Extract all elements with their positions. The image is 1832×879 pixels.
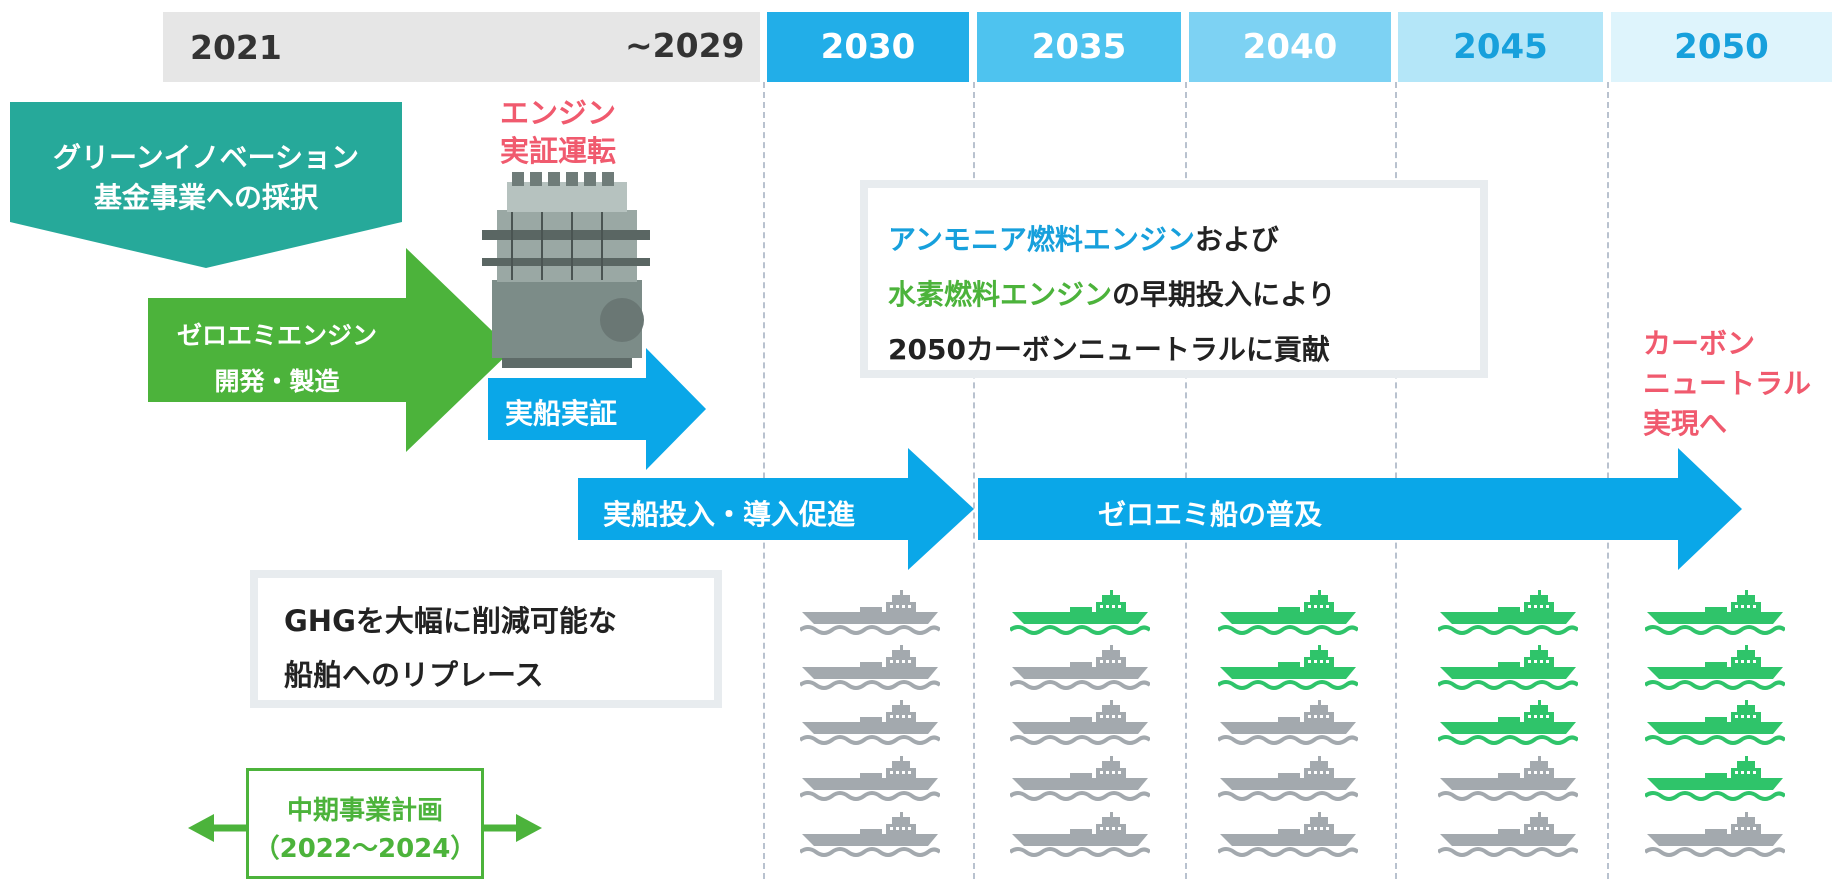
engine-trial-line1: エンジン (500, 96, 617, 130)
zero-emission-ship-icon (1438, 700, 1578, 748)
divider-2035 (973, 82, 975, 879)
ship-demo-arrow (488, 348, 706, 470)
conventional-ship-icon (1438, 812, 1578, 860)
carbon-neutral-line3: 実現へ (1643, 407, 1728, 440)
conventional-ship-icon (800, 756, 940, 804)
pentagon-label-line1: グリーンイノベーション (52, 141, 360, 174)
conventional-ship-icon (1218, 700, 1358, 748)
header-2050: 2050 (1611, 12, 1832, 82)
callout-line2-rest: の早期投入により (1112, 278, 1336, 311)
conventional-ship-icon (800, 812, 940, 860)
conventional-ship-icon (800, 700, 940, 748)
conventional-ship-icon (1010, 645, 1150, 693)
conventional-ship-icon (1010, 756, 1150, 804)
replace-line1: GHGを大幅に削減可能な (284, 604, 617, 638)
header-2040-label: 2040 (1242, 27, 1338, 67)
conventional-ship-icon (1438, 756, 1578, 804)
zero-emi-engine-line2: 開発・製造 (214, 367, 340, 396)
replace-callout (250, 570, 722, 708)
conventional-ship-icon (800, 590, 940, 638)
mid-plan-box (246, 768, 484, 879)
zero-emission-ship-icon (1645, 645, 1785, 693)
zero-emission-ship-icon (1010, 590, 1150, 638)
zero-emission-ship-icon (1438, 590, 1578, 638)
zero-emi-spread-label: ゼロエミ船の普及 (1098, 498, 1323, 531)
callout-line1-rest: および (1194, 223, 1279, 256)
zero-emi-spread-arrow (978, 448, 1742, 570)
header-2035: 2035 (977, 12, 1181, 82)
mid-plan-line2: （2022〜2024） (253, 834, 477, 864)
header-start-year: 2021 (190, 28, 282, 67)
callout-ammonia-engine: アンモニア燃料エンジン (888, 223, 1195, 256)
header-2030: 2030 (767, 12, 969, 82)
zero-emission-ship-icon (1645, 700, 1785, 748)
carbon-neutral-line2: ニュートラル (1643, 367, 1812, 400)
conventional-ship-icon (1645, 812, 1785, 860)
callout-hydrogen-engine: 水素燃料エンジン (888, 278, 1113, 311)
header-2045-label: 2045 (1453, 27, 1548, 67)
zero-emi-engine-line1: ゼロエミエンジン (176, 321, 377, 350)
engine-illustration (482, 172, 650, 368)
green-innovation-pentagon (10, 102, 402, 268)
pentagon-label-line2: 基金事業への採択 (93, 181, 318, 214)
engine-trial-line2: 実証運転 (500, 134, 617, 168)
header-2045: 2045 (1398, 12, 1603, 82)
conventional-ship-icon (1218, 812, 1358, 860)
conventional-ship-icon (800, 645, 940, 693)
zero-emission-ship-icon (1218, 590, 1358, 638)
conventional-ship-icon (1010, 812, 1150, 860)
replace-line2: 船舶へのリプレース (284, 658, 544, 692)
zero-emission-ship-icon (1218, 645, 1358, 693)
callout-line2: 水素燃料エンジンの早期投入により (888, 273, 1335, 313)
ship-demo-label: 実船実証 (505, 397, 618, 430)
callout-line1: アンモニア燃料エンジンおよび (888, 218, 1279, 258)
ship-intro-arrow (578, 448, 974, 570)
mid-plan-line1: 中期事業計画 (286, 796, 443, 826)
header-end-year: ~2029 (625, 26, 745, 65)
zero-emission-ship-icon (1438, 645, 1578, 693)
timeline-header-gray (163, 12, 760, 82)
ship-intro-label: 実船投入・導入促進 (603, 498, 856, 531)
header-2040: 2040 (1189, 12, 1391, 82)
carbon-neutral-line1: カーボン (1643, 327, 1756, 360)
header-2050-label: 2050 (1674, 27, 1769, 67)
callout-line3: 2050カーボンニュートラルに貢献 (888, 333, 1330, 366)
zero-emission-ship-icon (1645, 590, 1785, 638)
header-2035-label: 2035 (1031, 27, 1127, 67)
zero-emission-ship-icon (1645, 756, 1785, 804)
zero-emi-engine-arrow (148, 248, 512, 452)
contribution-callout (860, 180, 1488, 378)
conventional-ship-icon (1218, 756, 1358, 804)
conventional-ship-icon (1010, 700, 1150, 748)
header-2030-label: 2030 (820, 27, 916, 67)
